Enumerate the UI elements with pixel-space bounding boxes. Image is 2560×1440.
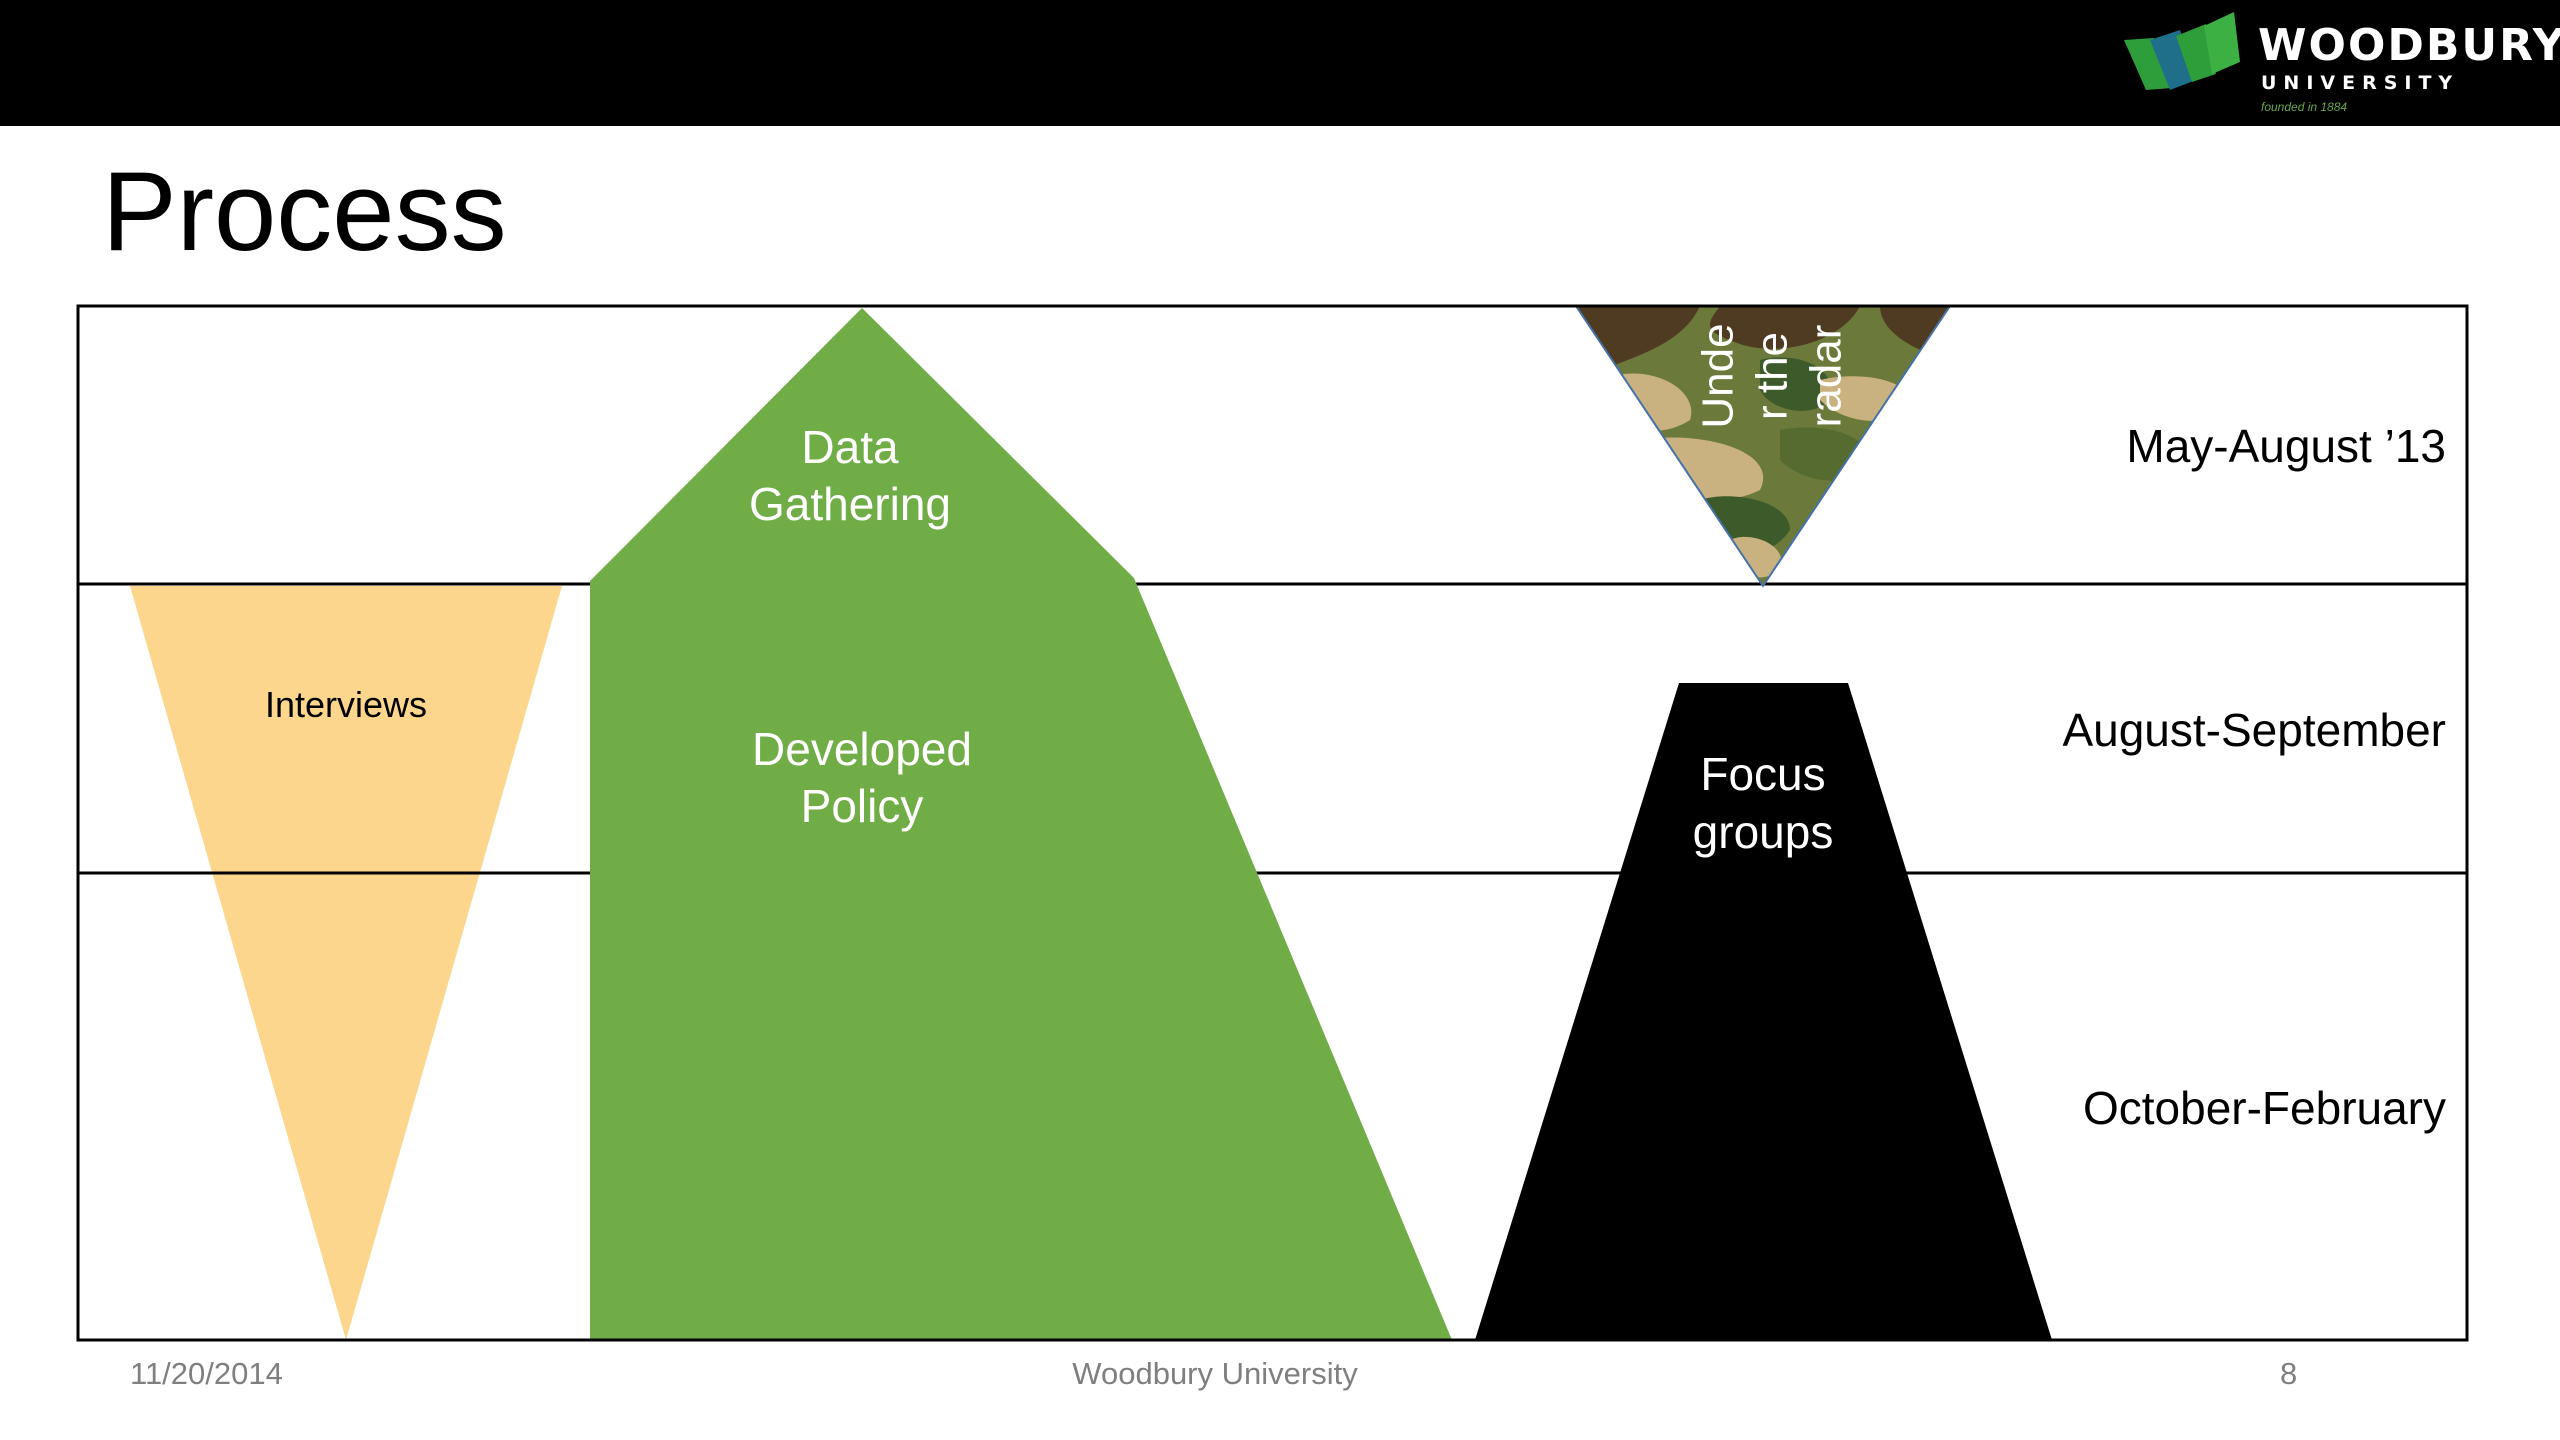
period-label-3: October-February <box>2083 1082 2446 1134</box>
focus-groups-label-line1: Focus <box>1700 748 1825 800</box>
footer-organization: Woodbury University <box>1072 1356 1358 1391</box>
period-label-1: May-August ’13 <box>2126 420 2446 472</box>
diagram-frame <box>76 304 2469 1342</box>
logo-name: WOODBURY <box>2258 20 2560 71</box>
interviews-label: Interviews <box>265 684 427 725</box>
footer-date: 11/20/2014 <box>130 1356 283 1391</box>
focus-groups-shape <box>1475 683 2052 1340</box>
logo-subtitle: UNIVERSITY <box>2261 72 2460 94</box>
developed-policy-label-line2: Policy <box>801 780 924 832</box>
under-radar-label-line2: r the <box>1748 332 1797 420</box>
header-bar: WOODBURY UNIVERSITY founded in 1884 <box>0 0 2560 126</box>
data-gathering-shape <box>590 308 1452 1340</box>
data-gathering-label-line1: Data <box>801 421 899 473</box>
university-logo[interactable]: WOODBURY UNIVERSITY founded in 1884 <box>2120 6 2560 120</box>
focus-groups-label-line2: groups <box>1693 806 1834 858</box>
under-radar-label-line1: Unde <box>1694 323 1743 428</box>
period-label-2: August-September <box>2062 704 2446 756</box>
interviews-shape <box>130 586 562 1340</box>
slide-title: Process <box>102 149 507 274</box>
under-radar-label-line3: radar <box>1802 325 1851 428</box>
logo-w-icon <box>2124 12 2240 90</box>
logo-founded: founded in 1884 <box>2261 100 2348 114</box>
developed-policy-label-line1: Developed <box>752 723 972 775</box>
footer-page-number: 8 <box>2280 1356 2298 1391</box>
data-gathering-label-line2: Gathering <box>749 478 951 530</box>
